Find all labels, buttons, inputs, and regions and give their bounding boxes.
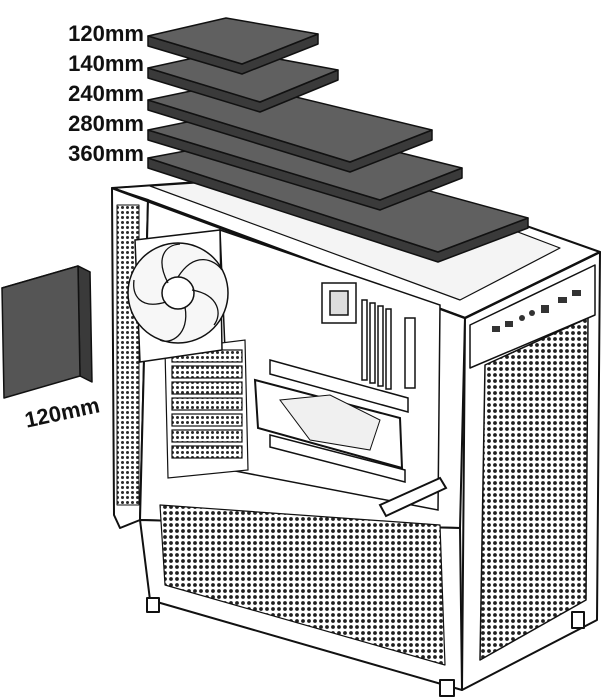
- radiator-block-140: [147, 49, 339, 113]
- front-mesh: [479, 317, 589, 661]
- fan-icon: [127, 229, 229, 363]
- cable-bar: [378, 476, 448, 518]
- atx-connector: [404, 317, 416, 389]
- ram-slots: [361, 299, 392, 390]
- motherboard: [219, 228, 448, 518]
- bottom-mesh: [159, 504, 446, 666]
- pcie-slot: [269, 359, 409, 413]
- front-io-panel: [469, 264, 596, 369]
- radiator-block-120: [147, 17, 319, 75]
- top-radiator-labels: 120mm 140mm 240mm 280mm 360mm: [68, 21, 144, 166]
- radiator-label-360: 360mm: [68, 141, 144, 166]
- radiator-label-120: 120mm: [68, 21, 144, 46]
- radiator-label-140: 140mm: [68, 51, 144, 76]
- radiator-label-240: 240mm: [68, 81, 144, 106]
- pcie-slot: [269, 434, 406, 483]
- top-radiator-stack: [147, 17, 529, 263]
- io-ports: [492, 290, 581, 332]
- case-foot: [146, 597, 160, 613]
- rear-radiator-front: [1, 265, 81, 399]
- expansion-slots: [164, 339, 249, 479]
- radiator-label-280: 280mm: [68, 111, 144, 136]
- case-foot: [439, 679, 455, 697]
- rear-radiator: [1, 265, 93, 399]
- rear-radiator-label: 120mm: [22, 392, 101, 432]
- case-foot: [571, 611, 585, 629]
